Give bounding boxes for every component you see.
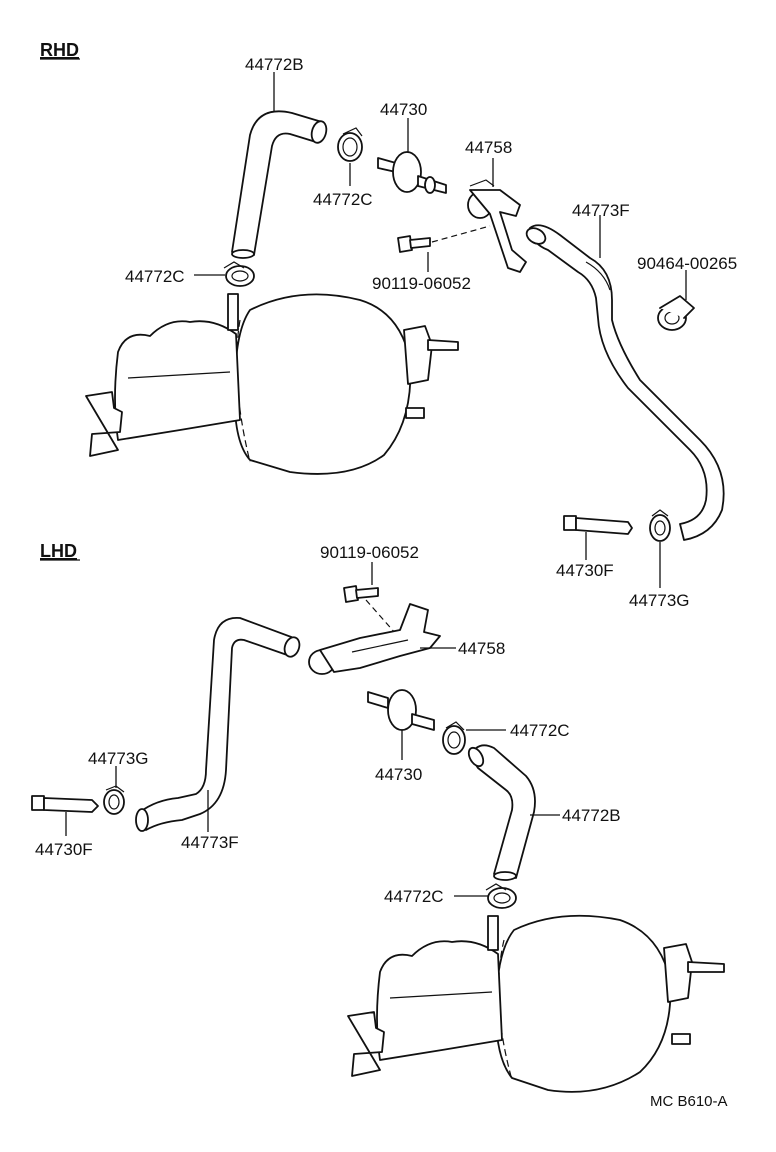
rhd-label-44758: 44758	[465, 138, 512, 157]
rhd-hose-44773f[interactable]	[524, 224, 725, 541]
lhd-union-44730f[interactable]	[31, 795, 99, 813]
lhd-label-44772b: 44772B	[562, 806, 621, 825]
rhd-heading: RHD	[40, 40, 79, 60]
lhd-label-44730: 44730	[375, 765, 422, 784]
lhd-brake-booster	[347, 914, 725, 1093]
rhd-bracket-44758[interactable]	[467, 179, 527, 273]
lhd-bracket-44758[interactable]	[308, 603, 441, 675]
lhd-bolt-dashline	[365, 599, 397, 635]
rhd-brake-booster	[85, 293, 459, 475]
lhd-heading: LHD	[40, 541, 77, 561]
rhd-clip-90464-00265[interactable]	[657, 295, 695, 331]
rhd-clamp-44772c-upper[interactable]	[337, 127, 363, 162]
diagram-code: MC B610-A	[650, 1093, 728, 1110]
lhd-label-44773f: 44773F	[181, 833, 239, 852]
rhd-bolt-90119-06052[interactable]	[397, 235, 431, 253]
lhd-label-44773g: 44773G	[88, 749, 149, 768]
rhd-label-44773g: 44773G	[629, 591, 690, 610]
lhd-bolt-90119-06052[interactable]	[343, 585, 379, 603]
rhd-clamp-44773g[interactable]	[649, 509, 671, 542]
rhd-union-44730f[interactable]	[563, 515, 633, 535]
lhd-hose-44773f[interactable]	[135, 617, 302, 832]
lhd-label-44772c-upper: 44772C	[510, 721, 570, 740]
lhd-clamp-44772c-upper[interactable]	[442, 721, 466, 755]
lhd-section: LHD 90119-06052 44758 44773F	[31, 541, 725, 1093]
lhd-clamp-44772c-lower[interactable]	[485, 883, 517, 909]
lhd-label-90119-06052: 90119-06052	[320, 543, 419, 562]
lhd-label-44730f: 44730F	[35, 840, 93, 859]
rhd-label-90464-00265: 90464-00265	[637, 254, 737, 273]
rhd-label-44772b: 44772B	[245, 55, 304, 74]
lhd-label-44772c-lower: 44772C	[384, 887, 444, 906]
rhd-label-90119-06052: 90119-06052	[372, 274, 471, 293]
lhd-label-44758: 44758	[458, 639, 505, 658]
lhd-valve-44730[interactable]	[367, 689, 435, 731]
lhd-clamp-44773g[interactable]	[103, 785, 125, 815]
rhd-hose-44772b[interactable]	[231, 110, 329, 259]
rhd-label-44772c-upper: 44772C	[313, 190, 373, 209]
lhd-hose-44772b[interactable]	[466, 744, 536, 881]
rhd-label-44772c-lower: 44772C	[125, 267, 185, 286]
rhd-clamp-44772c-lower[interactable]	[223, 261, 255, 287]
rhd-label-44730: 44730	[380, 100, 427, 119]
rhd-bolt-dashline	[431, 225, 491, 243]
rhd-section: RHD 44772B 44772C 44730	[40, 40, 737, 610]
rhd-label-44730f: 44730F	[556, 561, 614, 580]
rhd-label-44773f: 44773F	[572, 201, 630, 220]
rhd-valve-44730[interactable]	[377, 151, 447, 194]
